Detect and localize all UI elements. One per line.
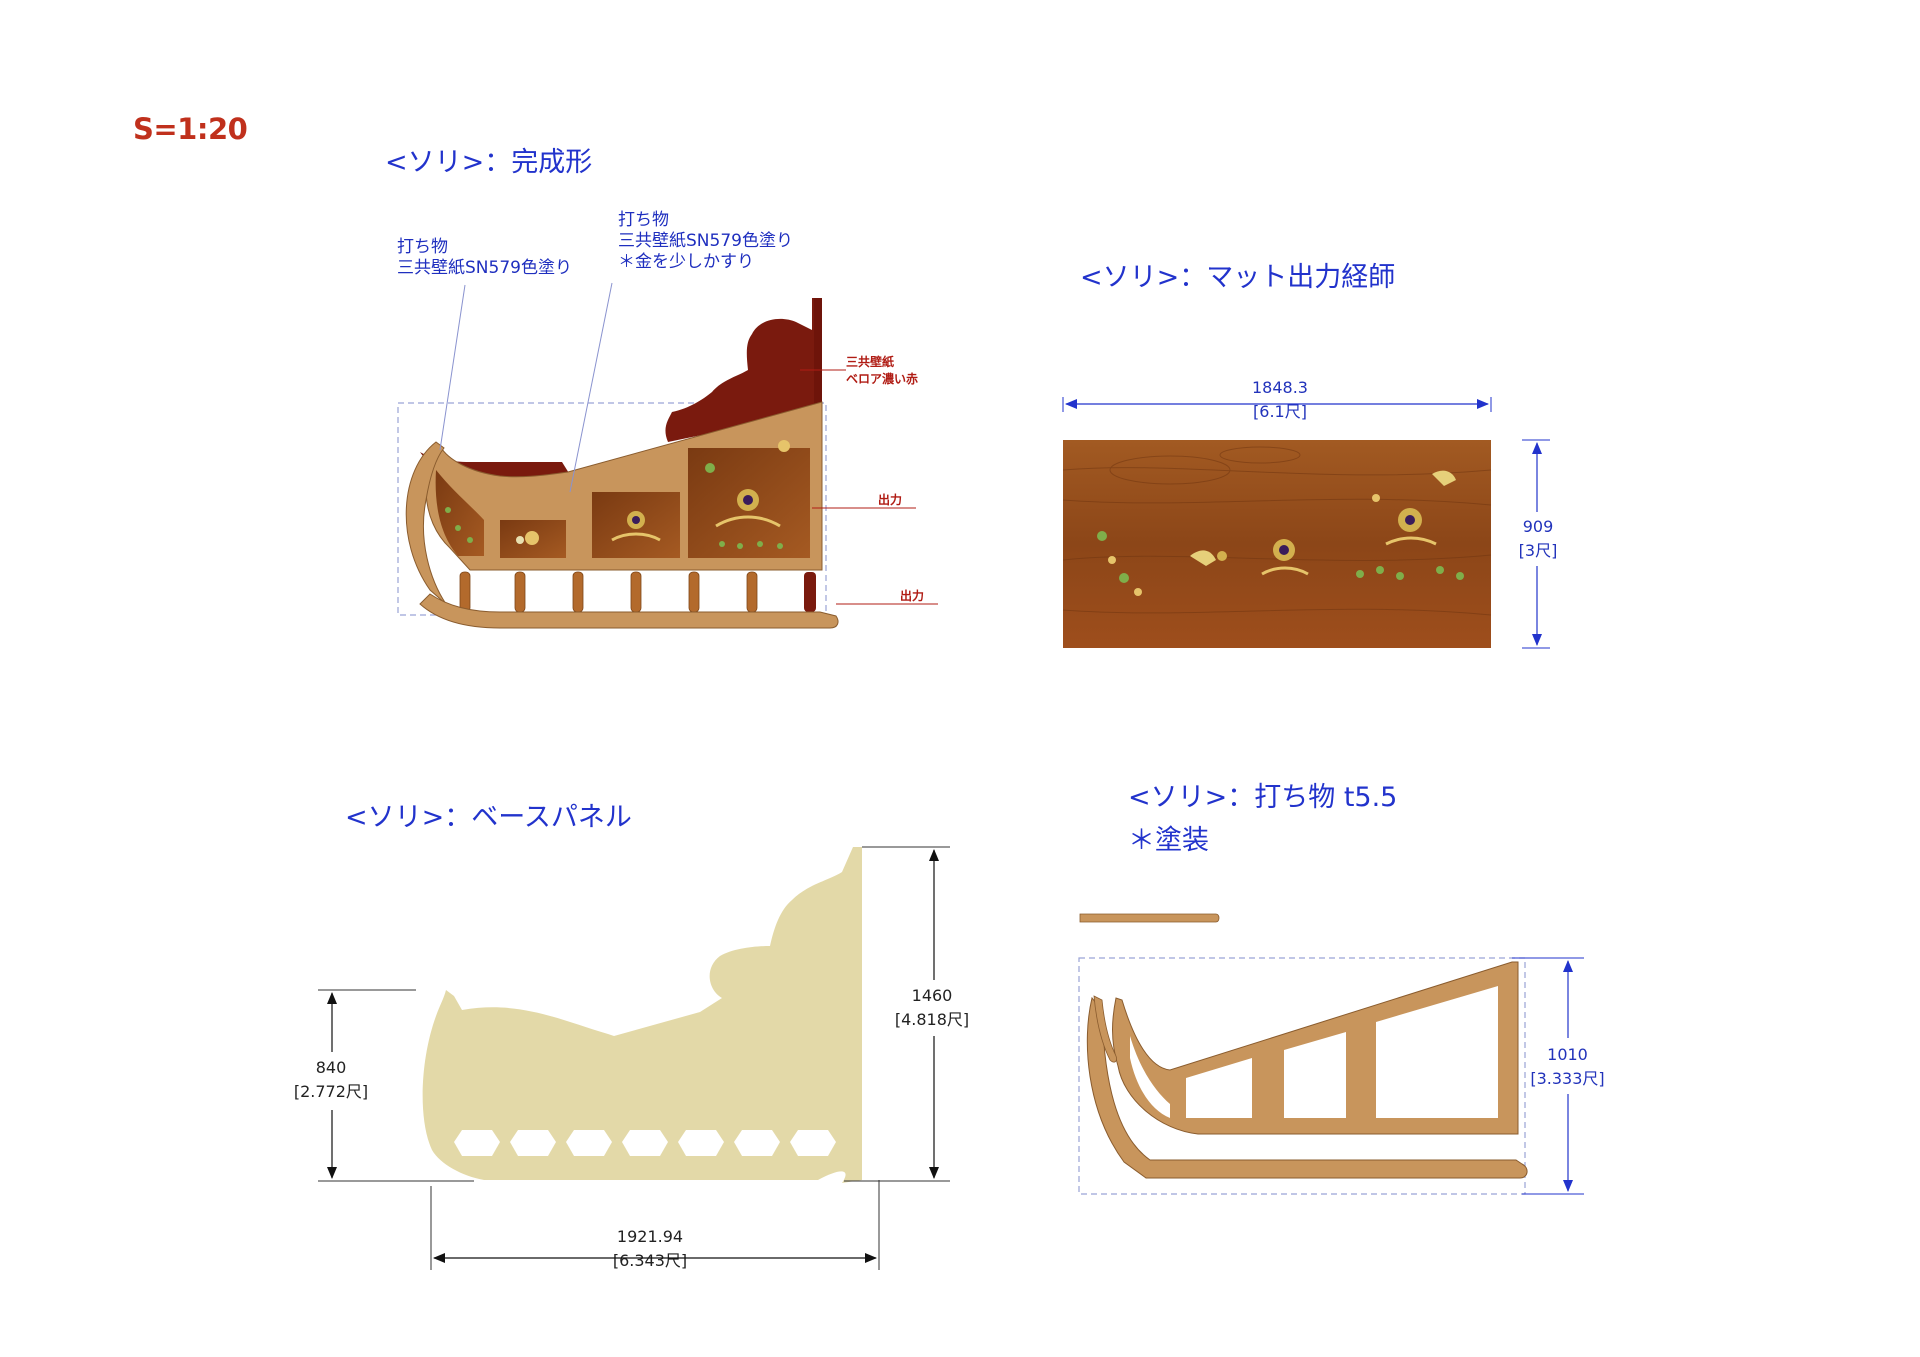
note-left-line2: 三共壁紙SN579色塗り (397, 258, 572, 278)
velvet-label-line2: ベロア濃い赤 (846, 372, 919, 386)
mat-height-value: 909 (1522, 517, 1554, 536)
batten-height-value: 1010 (1547, 1045, 1588, 1064)
velvet-label: 三共壁紙 ベロア濃い赤 (846, 354, 918, 388)
base-width-value: 1921.94 (616, 1227, 684, 1246)
note-right-line3: ＊金を少しかすり (618, 252, 754, 272)
base-title: <ソリ>：ベースパネル (345, 802, 632, 833)
output-label-1: 出力 (878, 493, 903, 507)
output-label-2: 出力 (900, 589, 925, 603)
base-panel-shape (422, 847, 862, 1183)
base-left-height-shaku: [2.772尺] (293, 1082, 369, 1101)
base-right-height-dim: 1460 [4.818尺] (882, 984, 982, 1032)
base-right-height-value: 1460 (911, 986, 953, 1005)
velvet-back-panel (665, 298, 822, 442)
base-left-height-dim: 840 [2.772尺] (281, 1056, 381, 1104)
batten-height-dim: 1010 [3.333尺] (1520, 1043, 1615, 1091)
batten-height-shaku: [3.333尺] (1530, 1069, 1605, 1088)
leader-right (569, 282, 613, 493)
base-right-height-shaku: [4.818尺] (894, 1010, 970, 1029)
velvet-label-line1: 三共壁紙 (846, 355, 895, 369)
batten-title: <ソリ>：打ち物 t5.5 (1128, 782, 1398, 813)
mat-height-dim: 909 [3尺] (1498, 515, 1578, 563)
mat-ornaments (1097, 470, 1464, 596)
note-left: 打ち物 三共壁紙SN579色塗り (397, 237, 572, 279)
complete-title: <ソリ>：完成形 (385, 147, 593, 178)
note-right: 打ち物 三共壁紙SN579色塗り ＊金を少しかすり (618, 210, 793, 273)
panel-ornaments (445, 440, 790, 549)
base-panel-drawing (318, 846, 950, 1270)
runner (419, 593, 839, 629)
batten-runner (1086, 996, 1528, 1179)
batten-openings (1130, 986, 1498, 1118)
mat-drawing (1062, 397, 1550, 649)
complete-sled (397, 282, 938, 629)
leader-left (439, 284, 466, 451)
note-right-line1: 打ち物 (618, 210, 669, 230)
batten-bbox (1078, 957, 1526, 1195)
batten-strip (1079, 913, 1220, 923)
batten-subtitle: ＊塗装 (1128, 825, 1209, 856)
base-left-height-value: 840 (315, 1058, 347, 1077)
batten-drawing (1078, 913, 1584, 1195)
note-right-line2: 三共壁紙SN579色塗り (618, 231, 793, 251)
spindles (459, 571, 816, 613)
back-post (814, 298, 822, 410)
scale-label: S=1:20 (133, 112, 248, 146)
note-left-line1: 打ち物 (397, 237, 448, 257)
mat-height-shaku: [3尺] (1518, 541, 1558, 560)
base-openings (454, 1130, 836, 1156)
mat-width-value: 1848.3 (1252, 378, 1308, 397)
sled-horn (405, 441, 447, 605)
mat-title: <ソリ>：マット出力経師 (1080, 262, 1396, 293)
panel-front (435, 470, 484, 556)
